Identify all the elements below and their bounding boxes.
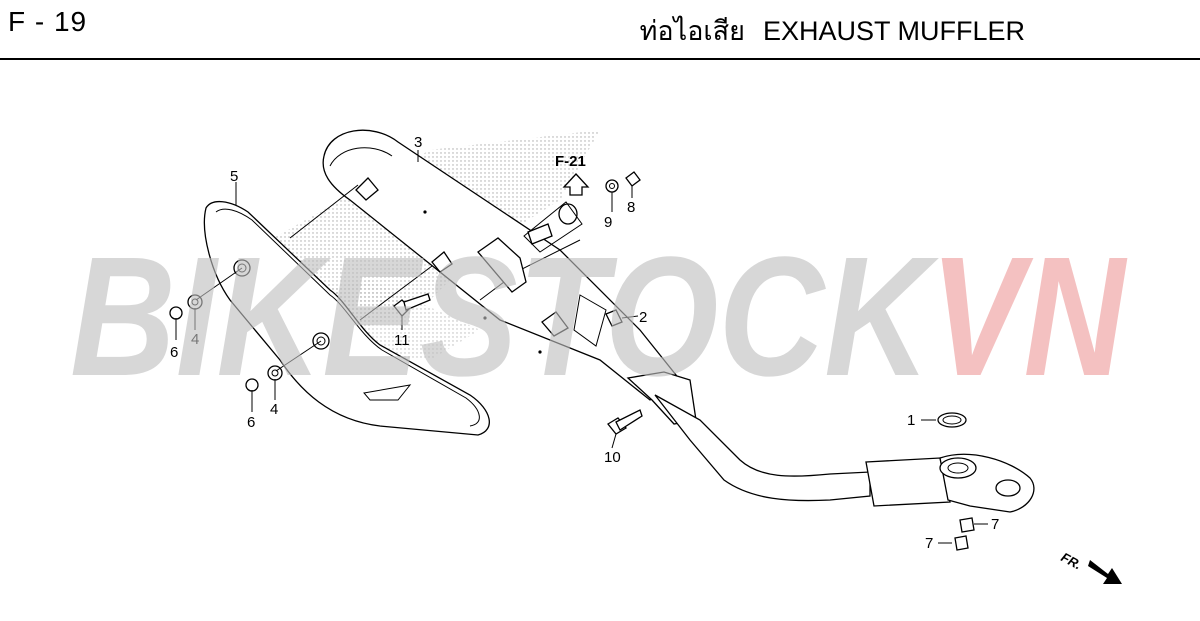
watermark-accent: VN [930, 222, 1128, 412]
leader-lines [175, 150, 988, 544]
watermark-main: BIKESTOCK [70, 222, 940, 412]
callout-6-upper[interactable]: 6 [170, 344, 178, 361]
exhaust-pipe [654, 394, 1035, 513]
callout-7-right[interactable]: 7 [991, 516, 999, 533]
callout-1[interactable]: 1 [907, 412, 915, 429]
callout-4-lower[interactable]: 4 [270, 401, 278, 418]
callout-11[interactable]: 11 [394, 332, 410, 349]
callout-numbers: 5 3 9 8 2 11 4 6 4 6 10 1 7 7 [170, 134, 999, 552]
callout-5[interactable]: 5 [230, 168, 238, 185]
reference-arrow[interactable]: F-21 [555, 153, 590, 196]
callout-8[interactable]: 8 [627, 199, 635, 216]
callout-7-left[interactable]: 7 [925, 535, 933, 552]
reference-label[interactable]: F-21 [555, 153, 586, 170]
callout-3[interactable]: 3 [414, 134, 422, 151]
callout-2[interactable]: 2 [639, 309, 647, 326]
page-title-english: EXHAUST MUFFLER [762, 16, 1025, 46]
front-direction-indicator: FR. [1059, 549, 1122, 584]
watermark: BIKESTOCK VN [70, 222, 1128, 412]
callout-10[interactable]: 10 [604, 449, 621, 466]
callout-4-upper[interactable]: 4 [191, 331, 199, 348]
page-title-thai: ท่อไอเสีย [639, 16, 745, 47]
page-title: ท่อไอเสีย EXHAUST MUFFLER [640, 9, 1025, 52]
page-code: F - 19 [8, 6, 88, 37]
front-direction-label: FR. [1059, 549, 1085, 572]
heat-shield [203, 201, 490, 436]
callout-9[interactable]: 9 [604, 214, 612, 231]
callout-6-lower[interactable]: 6 [247, 414, 255, 431]
header-divider [0, 58, 1200, 60]
